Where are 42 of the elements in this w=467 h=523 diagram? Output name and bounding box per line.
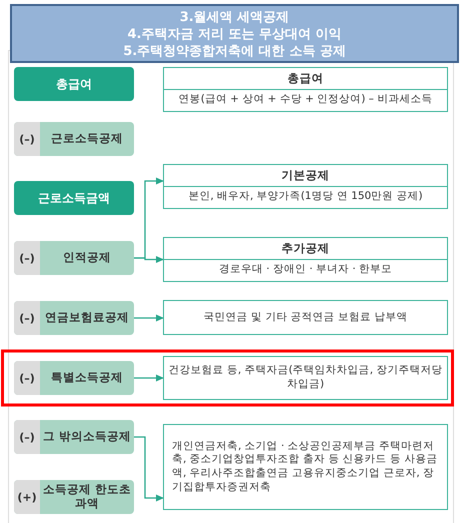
deduction-label: 인적공제 [62,249,112,266]
deduction-pill [14,301,134,335]
deduction-pill [14,122,134,156]
box-text: 건강보험료 등, 주택자금(주택임차차입금, 장기주택저당차입금) [168,363,444,392]
description-box [163,356,448,400]
banner-text: 3.월세액 세액공제 [178,9,290,26]
sign-tab: (–) [14,241,40,275]
sign-tab: (–) [14,361,40,395]
description-box [163,67,448,112]
arrow [134,314,164,322]
description-box [163,424,448,510]
total-box: 근로소득금액 [14,181,134,215]
sign-tab: (–) [14,420,40,454]
deduction-label: 연금보험료공제 [44,309,130,326]
deduction-label: 근로소득공제 [50,130,124,148]
sign-tab: (+) [14,480,40,514]
deduction-label: 그 밖의소득공제 [42,428,132,446]
box-text: 본인, 배우자, 부양가족(1명당 연 150만원 공제) [187,189,424,204]
deduction-label: 특별소득공제 [50,369,124,386]
arrow [134,436,164,502]
box-text: 국민연금 및 기타 공적연금 보험료 납부액 [202,310,408,325]
box-text: 경로우대 · 장애인 · 부녀자 · 한부모 [218,262,394,277]
arrow [134,374,164,382]
box-text: 연봉(급여 + 상여 + 수당 + 인정상여) – 비과세소득 [178,92,434,107]
deduction-pill [14,420,134,454]
deduction-pill [14,241,134,275]
description-box [163,164,448,209]
box-heading: 기본공제 [164,165,447,187]
box-heading: 총급여 [164,68,447,90]
box-heading: 추가공제 [164,238,447,260]
deduction-pill [14,361,134,395]
banner-text: 5.주택청약종합저축에 대한 소득 공제 [122,43,347,60]
deduction-pill [14,480,134,514]
deduction-label: 소득공제 한도초과액 [42,481,132,512]
total-box: 총급여 [14,67,134,101]
sign-tab: (–) [14,301,40,335]
arrow [134,256,164,263]
box-text: 개인연금저축, 소기업 · 소상공인공제부금 주택마련저축, 중소기업창업투자조합 출자 등 신용카드 등 사용금액, 우리사주조합출연금 고용유지중소기업 근로자, 장기집합투자증권저축 [171,438,438,495]
description-box [163,300,448,335]
description-box [163,237,448,282]
sign-tab: (–) [14,122,40,156]
banner-text: 4.주택자금 저리 또는 무상대여 이익 [126,26,343,43]
